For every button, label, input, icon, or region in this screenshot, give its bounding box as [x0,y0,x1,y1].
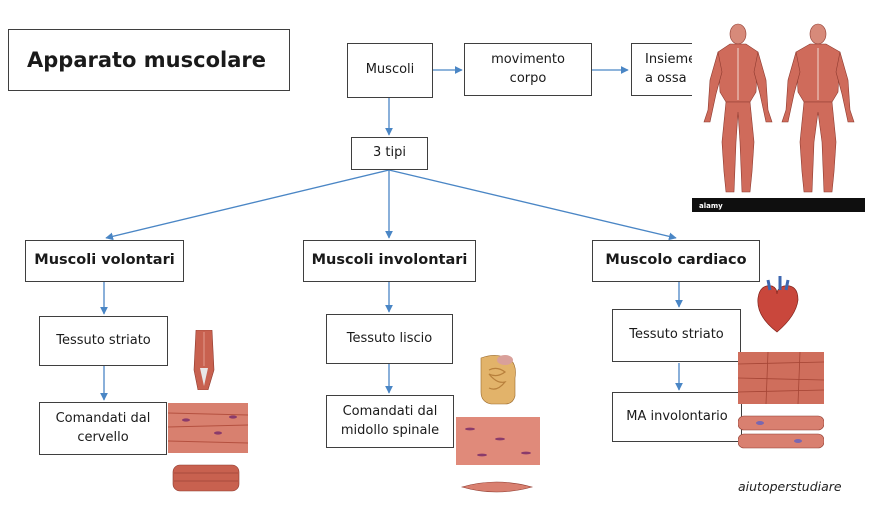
heart-image [757,276,799,333]
muscle-fiber-image-1 [172,464,240,492]
node-muscolo-cardiaco: Muscolo cardiaco [592,240,760,282]
node-involontari-label: Muscoli involontari [311,252,468,269]
node-muscoli-label: Muscoli [365,62,415,78]
smooth-muscle-fiber-image [460,481,534,493]
node-striato-2-label: Tessuto striato [629,327,724,343]
node-3-tipi: 3 tipi [351,137,428,170]
cardiac-tissue-image [738,352,824,404]
node-muscoli-involontari: Muscoli involontari [303,240,476,282]
intestine-image [480,355,516,405]
node-insieme-label-2: a ossa [645,70,687,86]
node-cervello-label-1: Comandati dal [55,410,151,426]
page-title: Apparato muscolare [8,29,290,91]
muscle-fiber-image-2 [738,415,824,449]
node-cardiaco-label: Muscolo cardiaco [605,252,747,269]
node-comandati-midollo: Comandati dal midollo spinale [326,395,454,448]
node-tessuto-liscio: Tessuto liscio [326,314,453,364]
node-striato-1-label: Tessuto striato [56,332,151,348]
node-comandati-cervello: Comandati dal cervello [39,402,167,455]
human-musculature-image: alamy [692,22,865,212]
node-movimento-label-2: corpo [509,70,547,86]
node-movimento-label-1: movimento [491,51,565,67]
node-liscio-label: Tessuto liscio [346,330,433,346]
striated-tissue-image-1 [168,403,248,453]
node-cervello-label-2: cervello [77,429,129,445]
arrow-tipi-volontari [105,169,390,241]
node-tessuto-striato-2: Tessuto striato [612,309,741,362]
node-muscoli: Muscoli [347,43,433,98]
node-tessuto-striato-1: Tessuto striato [39,316,168,366]
arm-muscle-image [193,330,215,390]
node-muscoli-volontari: Muscoli volontari [25,240,184,282]
node-3-tipi-label: 3 tipi [373,145,406,161]
node-ma-involontario: MA involontario [612,392,742,442]
node-midollo-label-2: midollo spinale [340,422,440,438]
credit-text: aiutoperstudiare [738,479,842,494]
node-insieme-label-1: Insieme [645,51,697,67]
smooth-tissue-image [456,417,540,465]
node-volontari-label: Muscoli volontari [34,252,175,269]
node-ma-involontario-label: MA involontario [626,408,728,424]
arrow-tipi-cardiaco [388,169,677,241]
alamy-watermark: alamy [699,202,723,210]
node-movimento-corpo: movimento corpo [464,43,592,96]
node-midollo-label-1: Comandati dal [342,403,438,419]
